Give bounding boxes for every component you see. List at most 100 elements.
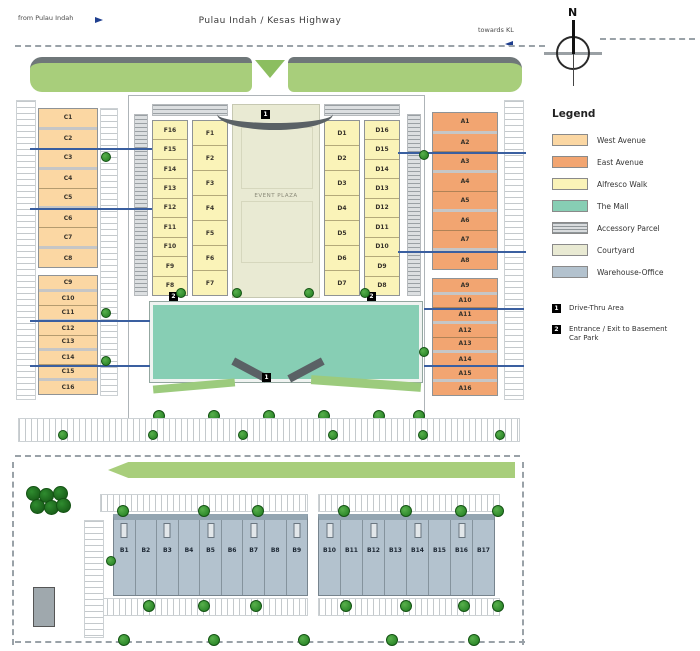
basement-entrance-marker-right: 2 bbox=[367, 292, 376, 301]
unit-label: F5 bbox=[193, 221, 227, 246]
unit-label: D13 bbox=[365, 179, 399, 199]
unit-label: C2 bbox=[39, 130, 97, 149]
unit-label: B12 bbox=[367, 547, 380, 554]
unit-label: A2 bbox=[433, 134, 497, 153]
tree-icon bbox=[238, 430, 248, 440]
unit-label: B17 bbox=[477, 547, 490, 554]
tree-icon bbox=[419, 150, 429, 160]
warehouse-unit: B17 bbox=[473, 520, 494, 595]
unit-label: D12 bbox=[365, 199, 399, 219]
legend-item-label: The Mall bbox=[597, 201, 629, 211]
highway-verge-left bbox=[30, 57, 252, 92]
direction-arrow-left-icon bbox=[505, 41, 513, 47]
unit-label: D16 bbox=[365, 121, 399, 141]
legend-item-label: Courtyard bbox=[597, 245, 635, 255]
plaza-box-lower bbox=[241, 201, 313, 263]
unit-label: C8 bbox=[63, 254, 73, 262]
warehouse-unit: B1 bbox=[114, 520, 136, 595]
legend-swatch bbox=[552, 200, 588, 212]
unit-label: B15 bbox=[433, 547, 446, 554]
legend-notes: 1 Drive-Thru Area 2 Entrance / Exit to B… bbox=[552, 304, 700, 343]
unit-label: D15 bbox=[365, 140, 399, 160]
highway-title: Pulau Indah / Kesas Highway bbox=[198, 16, 342, 26]
tree-icon bbox=[400, 600, 412, 612]
unit-label: B9 bbox=[292, 547, 302, 554]
road-centerline-middle bbox=[15, 455, 520, 457]
highway-verge-right bbox=[288, 57, 522, 92]
stairwell bbox=[250, 523, 258, 538]
compass-north-label: N bbox=[568, 6, 578, 19]
unit-label: F10 bbox=[153, 238, 187, 258]
note-marker: 2 bbox=[552, 325, 561, 334]
accessory-parcel-strip-right bbox=[407, 114, 421, 296]
unit-label: C3 bbox=[39, 149, 97, 170]
unit-label: F1 bbox=[193, 121, 227, 146]
highway-centerline bbox=[15, 45, 545, 47]
unit-label: C7 bbox=[39, 228, 97, 250]
tree-icon bbox=[360, 288, 370, 298]
drive-thru-marker: 1 bbox=[261, 110, 270, 119]
unit-label: C6 bbox=[39, 209, 97, 229]
unit-label: F11 bbox=[153, 218, 187, 238]
stairwell bbox=[163, 523, 171, 538]
the-mall bbox=[149, 301, 423, 383]
tree-icon bbox=[252, 505, 264, 517]
road-centerline-bottom bbox=[15, 641, 525, 643]
unit-label: C5 bbox=[39, 189, 97, 210]
note-label: Entrance / Exit to Basement Car Park bbox=[569, 325, 668, 342]
legend-title: Legend bbox=[552, 108, 596, 120]
warehouse-unit: B5 bbox=[200, 520, 222, 595]
tree-icon bbox=[386, 634, 398, 646]
unit-label: F7 bbox=[205, 279, 215, 287]
unit-label: B7 bbox=[249, 547, 259, 554]
unit-label: B4 bbox=[184, 547, 194, 554]
unit-label: A3 bbox=[433, 152, 497, 173]
unit-label: B14 bbox=[411, 547, 424, 554]
parking-strip-west-outer bbox=[16, 100, 36, 400]
unit-label: D9 bbox=[365, 257, 399, 277]
legend-item: The Mall bbox=[552, 200, 700, 212]
stairwell bbox=[458, 523, 465, 538]
tree-icon bbox=[492, 505, 504, 517]
unit-label: B10 bbox=[323, 547, 336, 554]
median-island bbox=[255, 60, 285, 78]
warehouse-block-2: B10 B11 B12 B13 B14 B15 B16 B17 bbox=[318, 514, 495, 596]
unit-label: C12 bbox=[39, 322, 97, 336]
tree-icon bbox=[106, 556, 116, 566]
unit-label: D5 bbox=[325, 221, 359, 246]
direction-arrow-right-icon bbox=[95, 17, 103, 23]
warehouse-block-1: B1 B2 B3 B4 B5 B6 B7 B8 B9 bbox=[113, 514, 308, 596]
unit-label: D8 bbox=[377, 282, 387, 290]
warehouse-unit: B13 bbox=[385, 520, 407, 595]
tree-icon bbox=[198, 600, 210, 612]
compass-needle-south bbox=[573, 54, 574, 86]
warehouse-unit: B11 bbox=[341, 520, 363, 595]
courtyard: EVENT PLAZA bbox=[232, 104, 320, 298]
unit-label: B16 bbox=[455, 547, 468, 554]
unit-label: B8 bbox=[270, 547, 280, 554]
service-line bbox=[30, 148, 152, 150]
unit-label: F2 bbox=[193, 146, 227, 171]
warehouse-unit: B10 bbox=[319, 520, 341, 595]
parking-band-middle bbox=[18, 418, 520, 442]
drive-thru-marker-south: 1 bbox=[262, 373, 271, 382]
service-line bbox=[424, 365, 524, 367]
stairwell bbox=[326, 523, 333, 538]
parking-strip-east-outer bbox=[504, 100, 524, 400]
warehouse-unit: B7 bbox=[243, 520, 265, 595]
unit-label: B1 bbox=[119, 547, 129, 554]
unit-label: A15 bbox=[433, 367, 497, 383]
unit-label: D4 bbox=[325, 196, 359, 221]
legend-item: Warehouse-Office bbox=[552, 266, 700, 278]
warehouse-unit: B2 bbox=[136, 520, 158, 595]
tree-icon bbox=[176, 288, 186, 298]
basement-entrance-marker-left: 2 bbox=[169, 292, 178, 301]
unit-label: A7 bbox=[433, 231, 497, 252]
legend-item: East Avenue bbox=[552, 156, 700, 168]
legend-item-label: West Avenue bbox=[597, 135, 646, 145]
